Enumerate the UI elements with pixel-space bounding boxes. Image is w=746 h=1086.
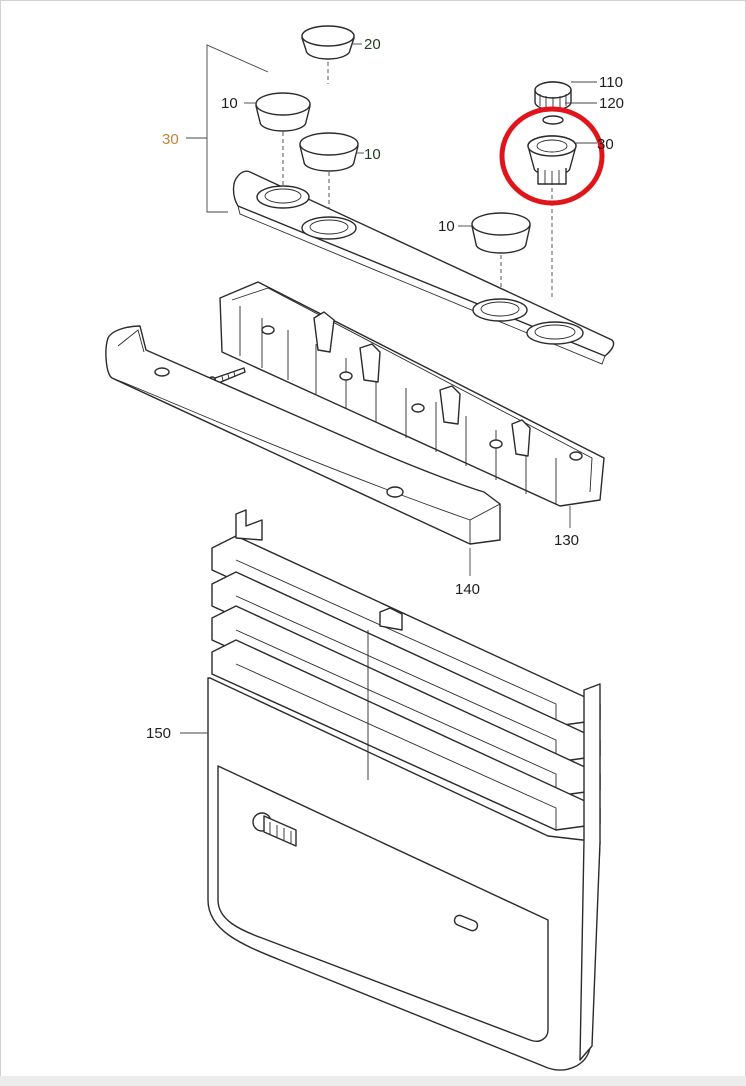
cap-10-upper-left [244, 92, 311, 190]
label-150: 150 [146, 725, 171, 742]
bracket-30 [186, 44, 269, 213]
label-10-right: 10 [438, 218, 455, 235]
cap-10-right [458, 212, 531, 302]
label-10-middle: 10 [364, 146, 381, 163]
label-120: 120 [599, 95, 624, 112]
cap-10-middle [299, 132, 364, 222]
highlight-circle [499, 106, 605, 206]
knob-110-120 [534, 81, 597, 125]
footer-bar [0, 1076, 746, 1086]
label-130: 130 [554, 532, 579, 549]
brand-logo-plate [263, 815, 297, 847]
front-trim-140 [105, 325, 501, 576]
label-20: 20 [364, 36, 381, 53]
label-10-upper-left: 10 [221, 95, 238, 112]
label-140: 140 [455, 581, 480, 598]
cap-20 [301, 25, 362, 84]
part-30-highlighted [527, 135, 597, 300]
label-110: 110 [599, 74, 623, 91]
front-grille-150 [180, 509, 601, 1071]
frame-130 [219, 281, 605, 528]
label-30-left: 30 [162, 131, 179, 148]
label-30-right: 30 [597, 136, 614, 153]
ring-panel [232, 170, 615, 365]
